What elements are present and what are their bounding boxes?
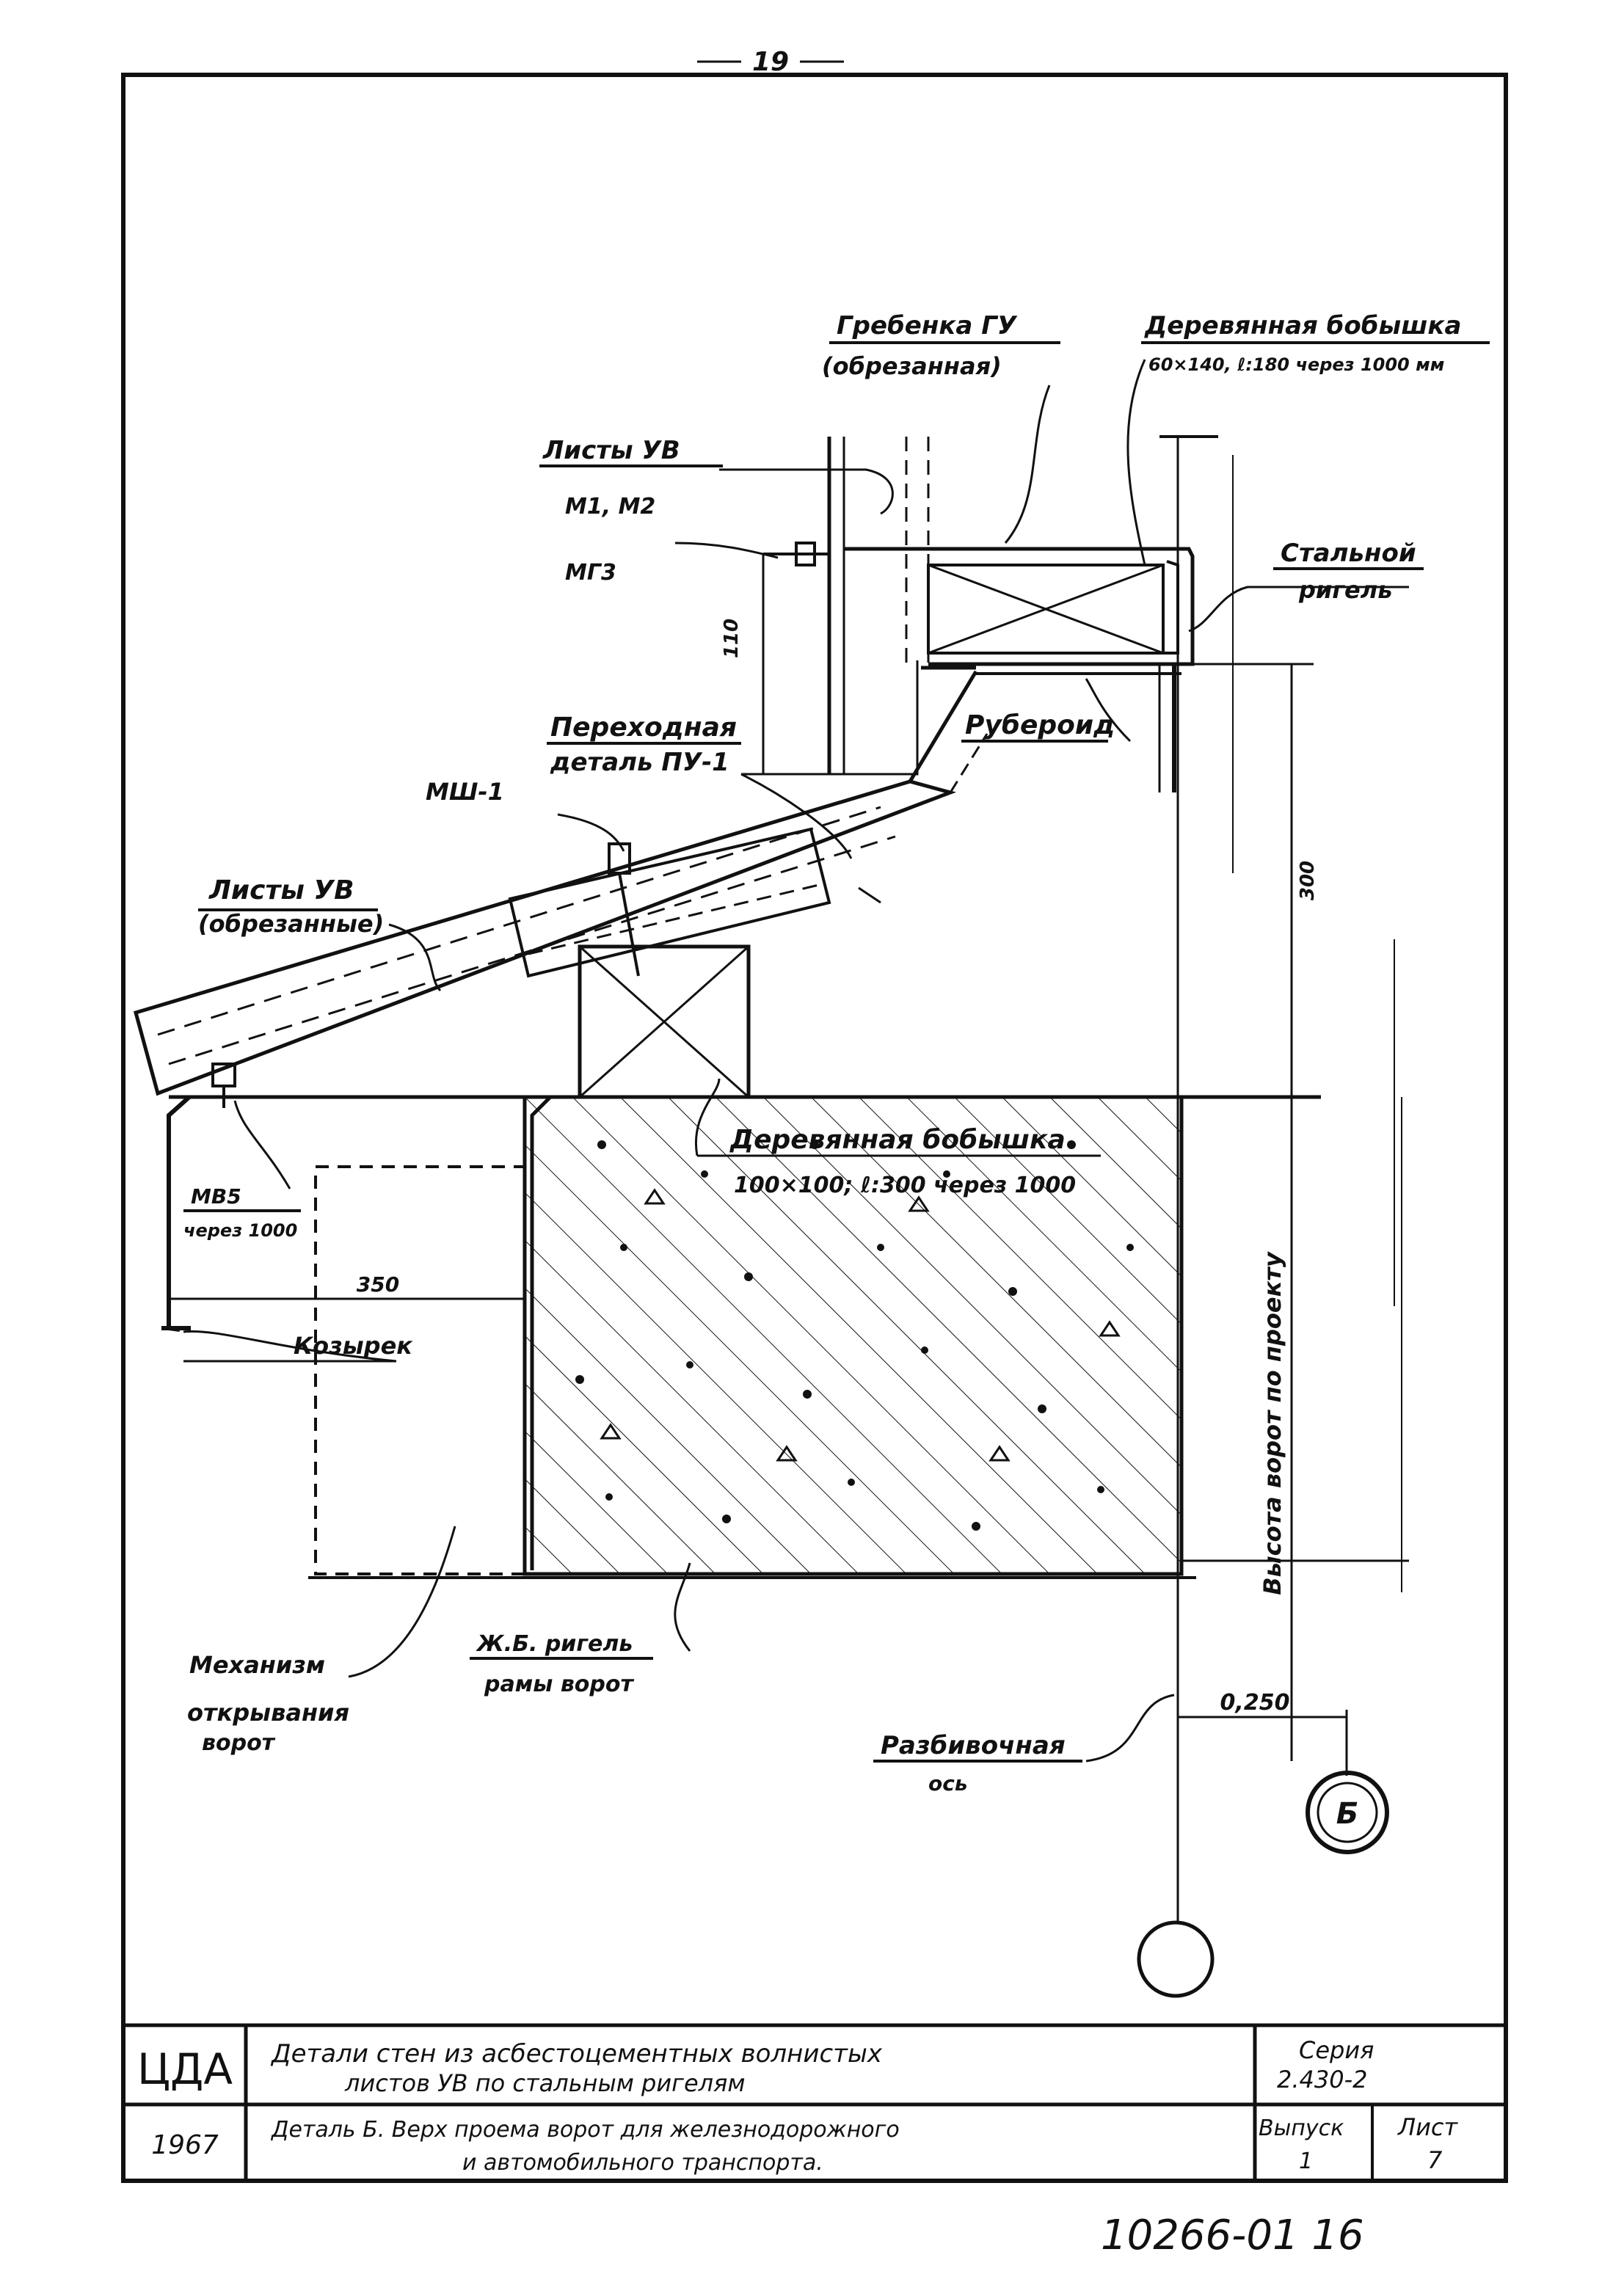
leader-lines (183, 359, 1409, 1763)
list-label: Лист (1397, 2113, 1458, 2141)
label-mb5: МВ5 (191, 1184, 241, 1209)
label-stalnoy: Стальной (1281, 539, 1416, 568)
list-value: 7 (1427, 2146, 1443, 2174)
transition-detail (858, 666, 988, 904)
label-grebenka: Гребенка ГУ (837, 311, 1018, 340)
seria-label: Серия (1299, 2036, 1374, 2064)
wooden-block-lower (578, 944, 751, 1099)
axis-line (1137, 435, 1395, 1998)
label-mehanizm-2: открывания (187, 1699, 349, 1727)
label-kozyrek: Козырек (294, 1332, 413, 1360)
label-perehod-sub: деталь ПУ-1 (550, 748, 729, 777)
label-ruberoid: Рубероид (965, 710, 1115, 740)
label-perehod: Переходная (550, 713, 737, 743)
sheet-code: 10266-01 16 (1101, 2212, 1364, 2259)
dim-350: 350 (357, 1272, 399, 1297)
label-underlines (183, 341, 1490, 1763)
dim-110: 110 (721, 619, 743, 658)
label-m1-m2: М1, М2 (565, 494, 655, 520)
axis-marker (1137, 1920, 1215, 1998)
dim-300: 300 (1297, 861, 1319, 900)
label-zhb: Ж.Б. ригель (476, 1631, 633, 1657)
label-bobyshka-top-size: 60×140, ℓ:180 через 1000 мм (1148, 354, 1444, 375)
gate-mechanism-outline (314, 1165, 526, 1575)
label-bobyshka-low: Деревянная бобышка (729, 1125, 1066, 1155)
detail-mark-letter: Б (1336, 1797, 1359, 1831)
label-bobyshka-low-size: 100×100; ℓ:300 через 1000 (734, 1173, 1076, 1198)
label-zhb-sub: рамы ворот (484, 1672, 634, 1697)
org-name: ЦДА (137, 2044, 233, 2094)
label-msh: МШ-1 (426, 778, 504, 806)
detail-mark: Б (1306, 1771, 1389, 1854)
label-listy-uv-top: Листы УВ (542, 436, 680, 465)
title-line-2: листов УВ по стальным ригелям (344, 2069, 746, 2097)
label-bobyshka-top: Деревянная бобышка (1144, 311, 1461, 340)
label-mehanizm: Механизм (189, 1651, 325, 1679)
label-mehanizm-3: ворот (202, 1730, 276, 1756)
label-listy-uv-low-sub: (обрезанные) (198, 910, 384, 938)
label-rigel: ригель (1298, 576, 1392, 604)
title-block: ЦДА 1967 Детали стен из асбестоцементных… (123, 2023, 1506, 2181)
vypusk-label: Выпуск (1259, 2115, 1344, 2141)
sheet-frame (121, 73, 1508, 2183)
detail-line-1: Деталь Б. Верх проема ворот для железнод… (270, 2117, 900, 2143)
year: 1967 (151, 2130, 219, 2160)
label-razb-sub: ось (928, 1771, 968, 1796)
label-mg3: МГ3 (565, 560, 616, 586)
label-grebenka-sub: (обрезанная) (822, 352, 1002, 380)
concrete-beam (523, 1095, 1184, 1576)
vertical-sheets (741, 437, 930, 776)
detail-line-2: и автомобильного транспорта. (462, 2150, 823, 2176)
seria-value: 2.430-2 (1277, 2066, 1368, 2093)
dimension-lines (169, 554, 1409, 1776)
dim-250: 0,250 (1220, 1690, 1290, 1716)
canopy (161, 1095, 191, 1332)
title-line-1: Детали стен из асбестоцементных волнисты… (270, 2039, 883, 2069)
page-number: 19 (752, 47, 789, 77)
label-mb5-sub: через 1000 (183, 1220, 297, 1241)
steel-girder (844, 547, 1195, 792)
vypusk-value: 1 (1299, 2149, 1313, 2174)
label-listy-uv-low: Листы УВ (208, 875, 354, 905)
label-vysota: Высота ворот по проекту (1259, 1251, 1286, 1595)
label-razb: Разбивочная (881, 1731, 1066, 1760)
